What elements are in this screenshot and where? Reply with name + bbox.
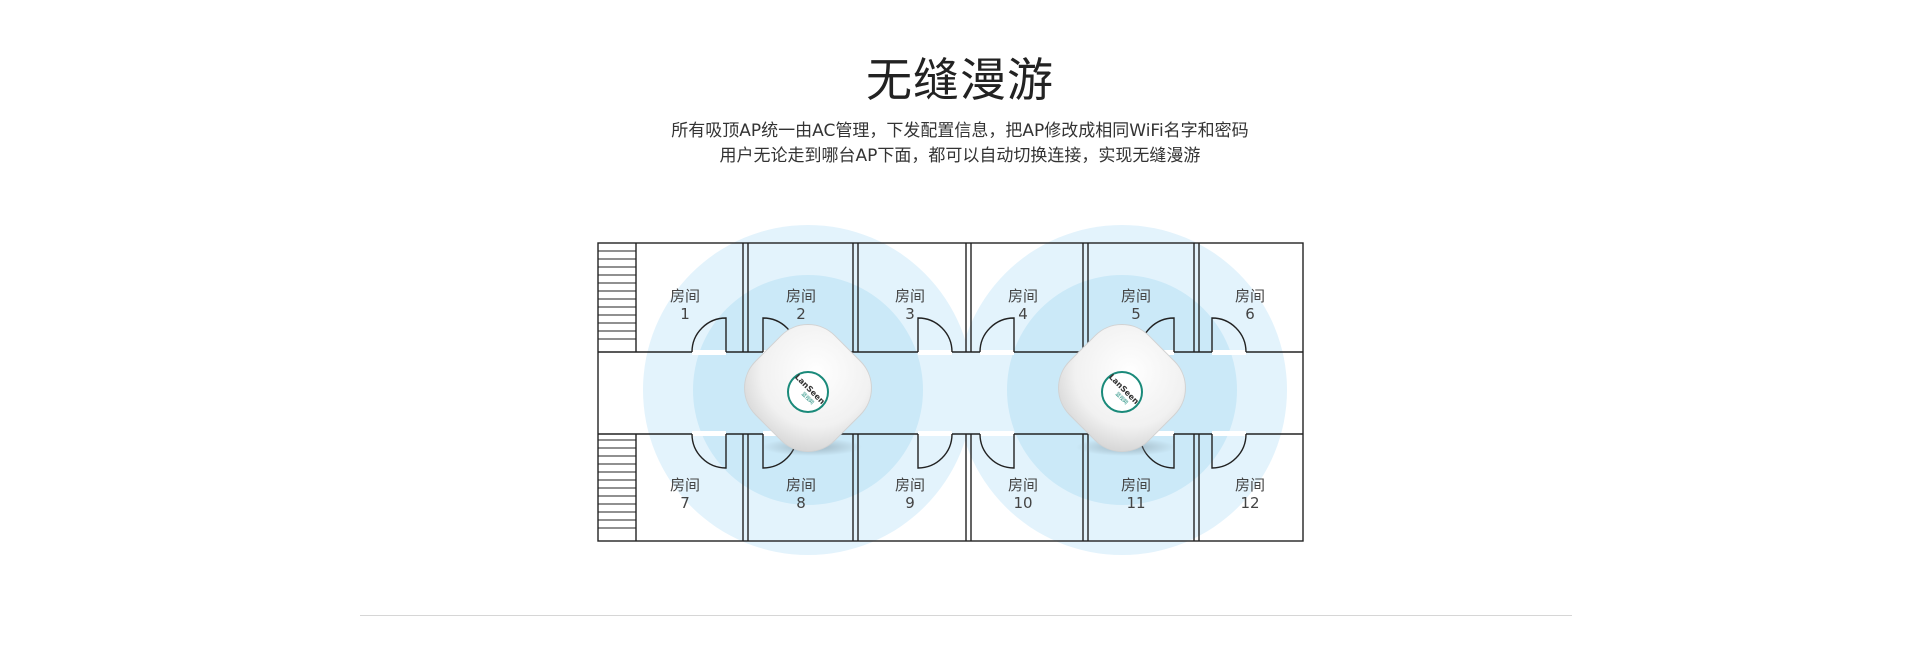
room-12-number: 12: [1240, 494, 1259, 512]
room-5-label: 房间: [1121, 287, 1151, 305]
room-6-label: 房间: [1235, 287, 1265, 305]
room-3-label: 房间: [895, 287, 925, 305]
page-title: 无缝漫游: [866, 53, 1054, 107]
section-divider: [360, 615, 1572, 616]
room-6-number: 6: [1245, 305, 1255, 323]
room-8-number: 8: [796, 494, 806, 512]
room-4-label: 房间: [1008, 287, 1038, 305]
room-12-label: 房间: [1235, 476, 1265, 494]
room-10-number: 10: [1013, 494, 1032, 512]
room-11-number: 11: [1126, 494, 1145, 512]
room-labels: 房间 1 房间 2 房间 3 房间 4 房间 5 房间 6 房间 7 房间 8 …: [670, 287, 1265, 512]
room-1-number: 1: [680, 305, 690, 323]
walls: [597, 242, 1304, 542]
room-2-number: 2: [796, 305, 806, 323]
room-5-number: 5: [1131, 305, 1141, 323]
room-7-label: 房间: [670, 476, 700, 494]
floor-plan-diagram: 房间 1 房间 2 房间 3 房间 4 房间 5 房间 6 房间 7 房间 8 …: [597, 225, 1304, 555]
room-11-label: 房间: [1121, 476, 1151, 494]
room-2-label: 房间: [786, 287, 816, 305]
room-9-label: 房间: [895, 476, 925, 494]
room-1-label: 房间: [670, 287, 700, 305]
room-9-number: 9: [905, 494, 915, 512]
room-4-number: 4: [1018, 305, 1028, 323]
ap-device-right: LanSeen 蓝视网: [1058, 324, 1186, 456]
room-10-label: 房间: [1008, 476, 1038, 494]
ap-logo-ring: [1101, 371, 1143, 413]
ap-logo-ring: [787, 371, 829, 413]
room-8-label: 房间: [786, 476, 816, 494]
subtitle-line-1: 所有吸顶AP统一由AC管理，下发配置信息，把AP修改成相同WiFi名字和密码: [671, 121, 1249, 141]
room-3-number: 3: [905, 305, 915, 323]
ap-device-left: LanSeen 蓝视网: [744, 324, 872, 456]
room-7-number: 7: [680, 494, 690, 512]
subtitle-line-2: 用户无论走到哪台AP下面，都可以自动切换连接，实现无缝漫游: [719, 146, 1201, 166]
stairs-top: [598, 250, 636, 340]
stairs-bottom: [598, 439, 636, 529]
